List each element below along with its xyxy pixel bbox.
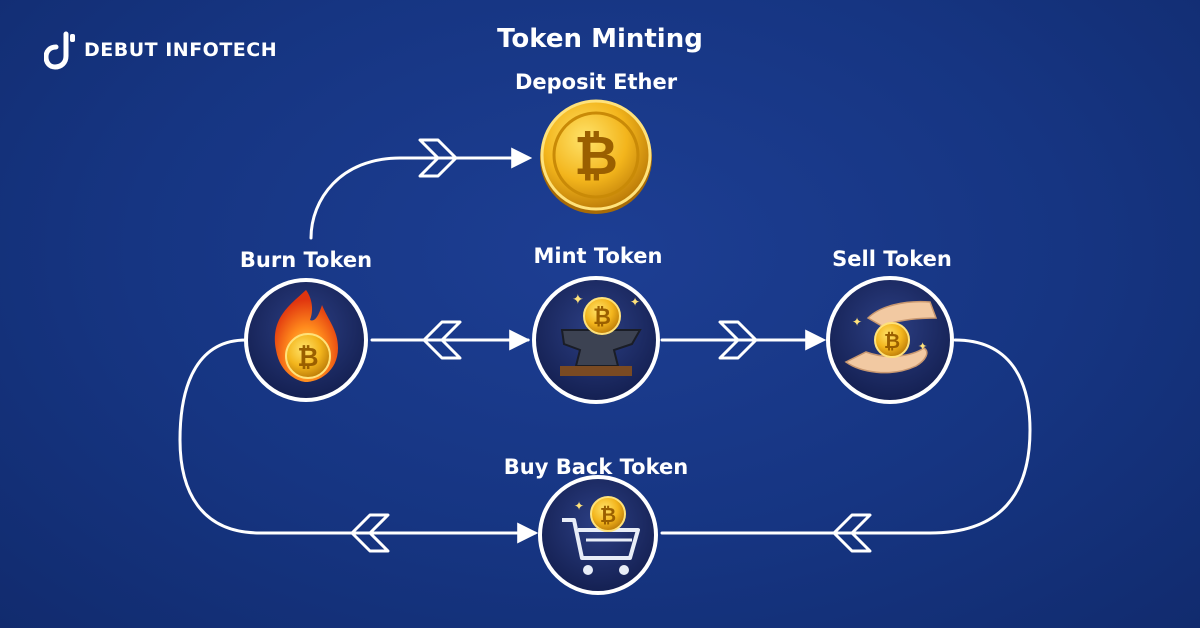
anvil-coin-icon: ₿ (593, 305, 611, 330)
connector-sell-to-buyback (660, 338, 1032, 535)
bitcoin-coin-icon: ₿ (574, 124, 618, 187)
chevron-left-icon (422, 320, 462, 360)
deposit-node: ₿ (540, 99, 652, 214)
chevron-right-icon (418, 138, 458, 178)
svg-text:✦: ✦ (852, 315, 862, 329)
sell-node: ₿ ✦ ✦ (826, 276, 954, 404)
brand-name: DEBUT INFOTECH (84, 39, 278, 61)
connector-buyback-to-burn (178, 338, 537, 535)
shopping-cart-icon (562, 518, 640, 560)
burning-coin-icon: ₿ (297, 343, 318, 373)
burn-node: ₿ (244, 278, 368, 402)
hand-coin-icon: ₿ (884, 329, 900, 353)
connector-burn-to-deposit (309, 147, 533, 240)
svg-text:✦: ✦ (918, 340, 927, 353)
svg-text:✦: ✦ (572, 292, 584, 308)
svg-text:✦: ✦ (630, 295, 640, 309)
chevron-right-icon (718, 320, 758, 360)
page-title: Token Minting (497, 24, 703, 54)
connectors (178, 147, 1032, 544)
cart-coin-icon: ₿ (600, 503, 616, 527)
mint-node: ₿ ✦ ✦ (532, 276, 660, 404)
brand-logo: DEBUT INFOTECH (44, 30, 277, 70)
svg-text:✦: ✦ (574, 499, 584, 513)
chevron-left-icon (350, 513, 390, 553)
buyback-label: Buy Back Token (503, 455, 689, 479)
buyback-node: ₿ ✦ (538, 475, 658, 595)
chevrons (350, 138, 872, 553)
sell-label: Sell Token (832, 247, 952, 271)
burn-label: Burn Token (239, 248, 373, 272)
debut-logo-icon (44, 31, 75, 70)
deposit-label: Deposit Ether (514, 70, 678, 94)
chevron-left-icon (832, 513, 872, 553)
mint-label: Mint Token (533, 244, 663, 268)
